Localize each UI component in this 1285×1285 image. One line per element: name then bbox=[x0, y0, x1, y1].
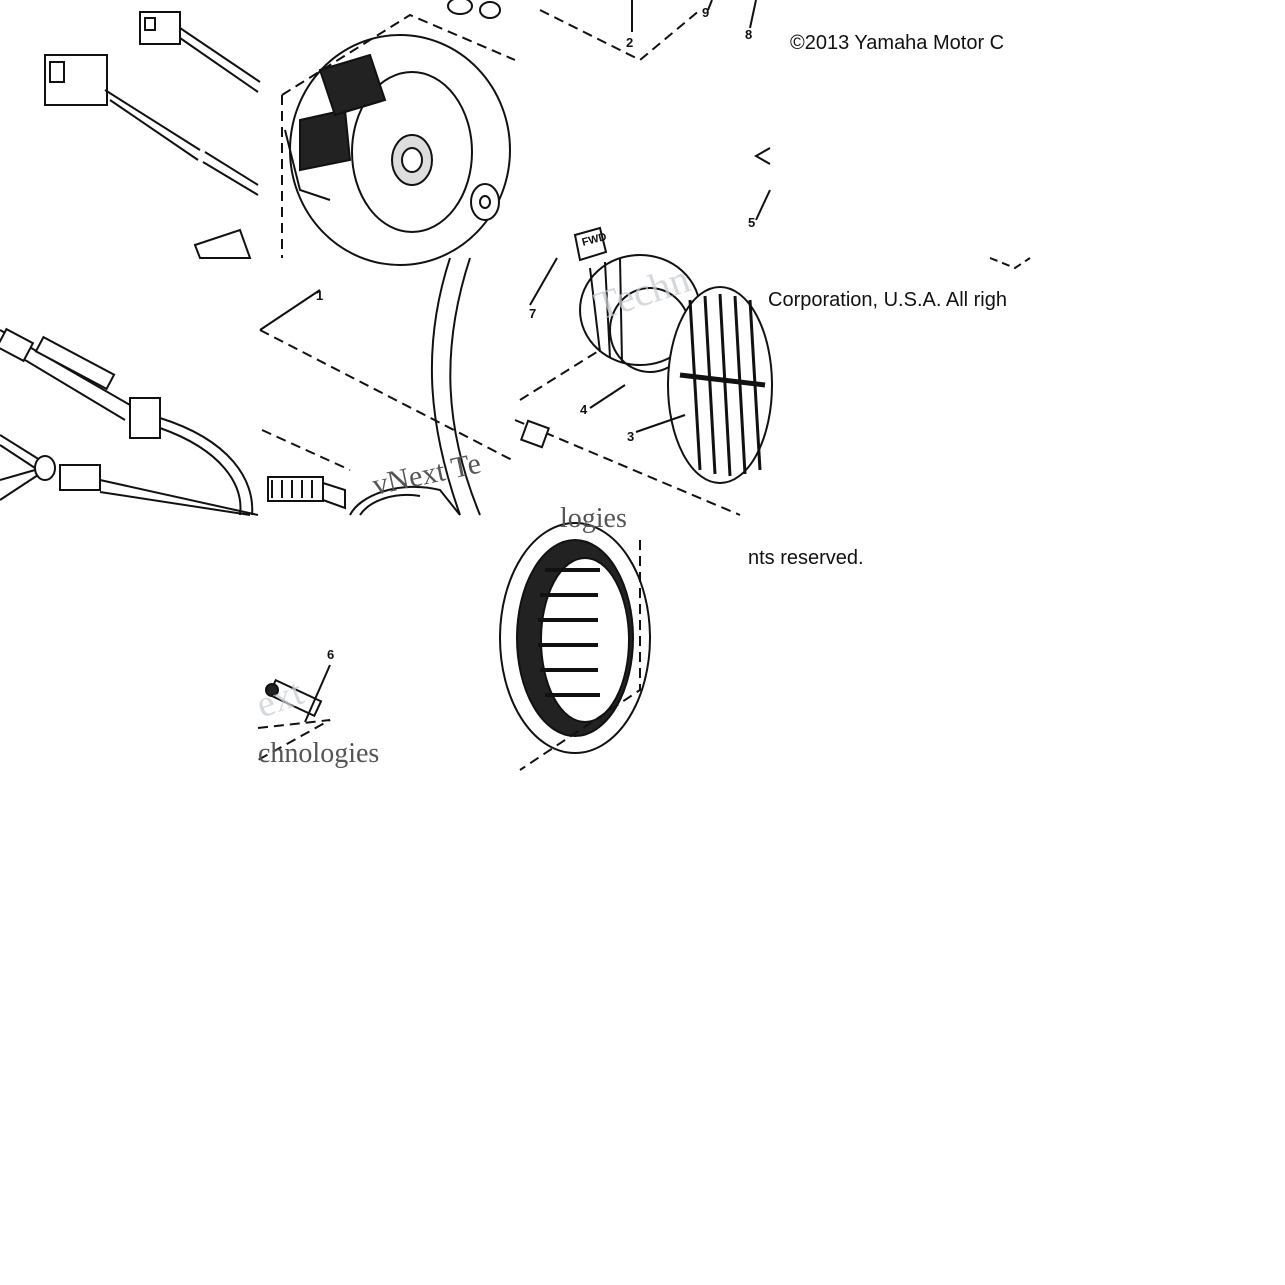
callout-5: 5 bbox=[748, 215, 755, 230]
watermark-text-d: ext bbox=[251, 671, 309, 726]
callout-6: 6 bbox=[327, 647, 334, 662]
flywheel-bolt bbox=[259, 257, 513, 516]
callout-7: 7 bbox=[529, 306, 536, 321]
flywheel-rotor bbox=[281, 13, 516, 266]
watermark-text-b: chnologies bbox=[258, 738, 379, 769]
copyright-line-2: Corporation, U.S.A. All righ bbox=[768, 289, 1007, 311]
callout-8: 8 bbox=[745, 27, 752, 42]
right-bracket bbox=[753, 147, 1031, 270]
upper-hardware bbox=[447, 0, 757, 62]
watermark-text-c: logies bbox=[560, 503, 627, 534]
callout-1: 1 bbox=[316, 288, 323, 303]
stator-ring bbox=[499, 522, 651, 771]
callout-4: 4 bbox=[580, 402, 588, 417]
callout-2: 2 bbox=[626, 35, 633, 50]
wire-harness-lower bbox=[0, 327, 259, 516]
small-bolt bbox=[257, 664, 331, 761]
copyright-line-1: ©2013 Yamaha Motor C bbox=[790, 32, 1005, 54]
callout-9: 9 bbox=[702, 5, 709, 20]
wire-harness-top bbox=[44, 11, 261, 259]
stator-coil bbox=[514, 226, 773, 516]
callout-3: 3 bbox=[627, 429, 634, 444]
copyright-line-3: nts reserved. bbox=[748, 547, 864, 569]
